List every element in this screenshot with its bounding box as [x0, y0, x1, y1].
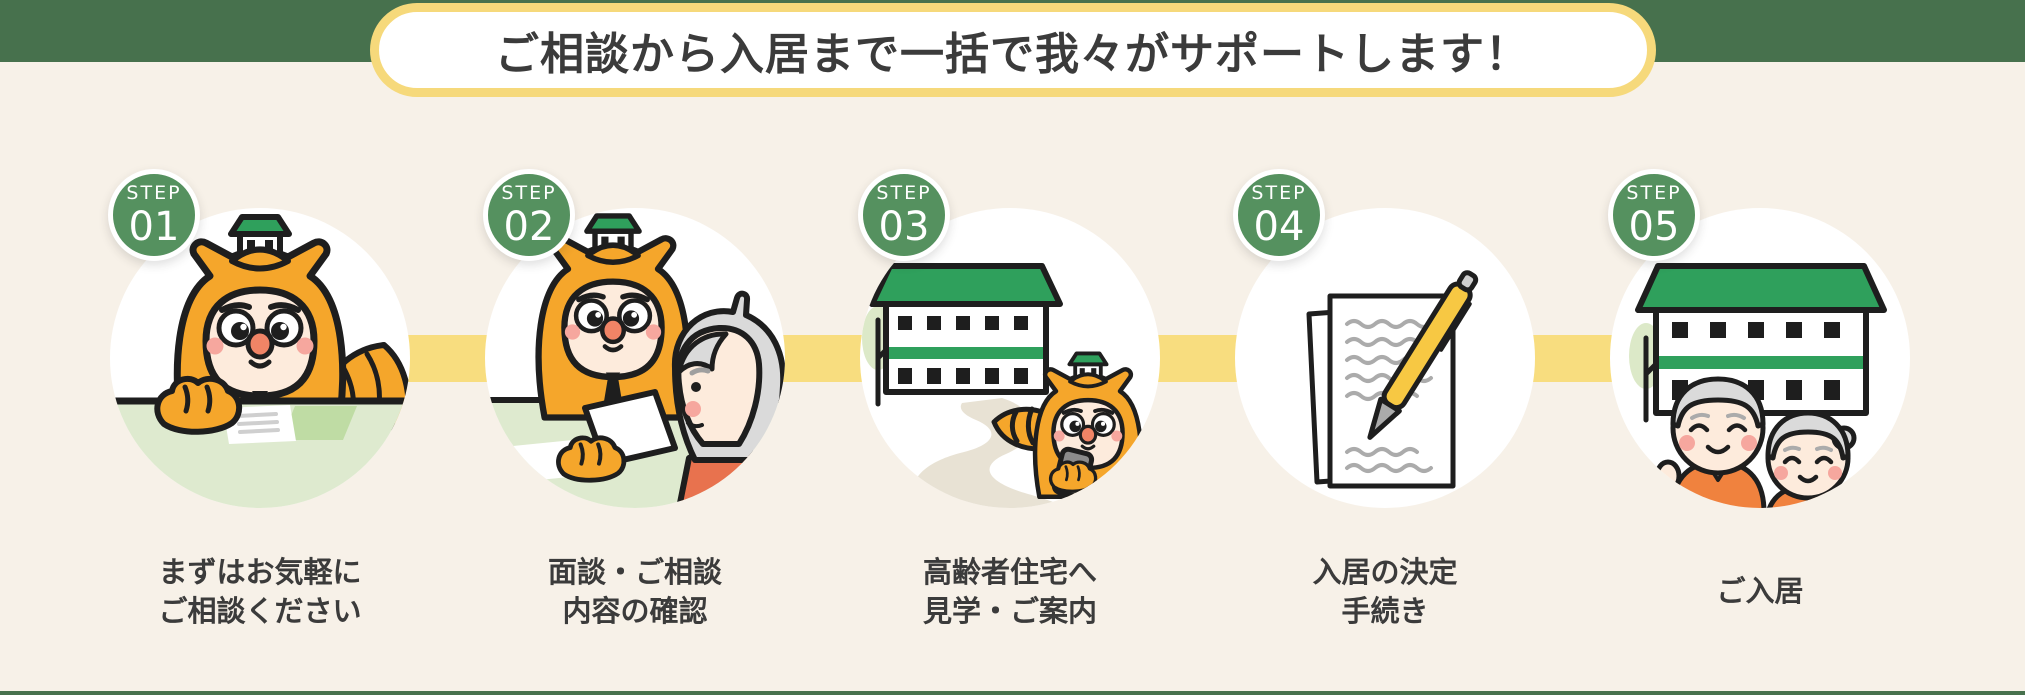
step-word: STEP	[1626, 181, 1682, 204]
step-02: STEP 02 面談・ご相談 内容の確認	[483, 169, 785, 628]
support-banner-text: ご相談から入居まで一括で我々がサポートします！	[495, 29, 1530, 80]
step-word: STEP	[876, 181, 932, 204]
step-05: STEP 05 ご入居	[1608, 169, 1910, 608]
step-word: STEP	[126, 181, 182, 204]
senior-housing-building-icon	[1635, 263, 1887, 416]
green-form-icon	[281, 406, 357, 440]
step-connector	[770, 335, 874, 382]
documents-and-pen-icon	[1306, 270, 1479, 489]
step-02-badge: STEP 02	[483, 169, 575, 261]
step-connector	[395, 335, 499, 382]
step-04-illustration	[1235, 208, 1535, 508]
step-04: STEP 04 入居の決定 手続き	[1233, 169, 1535, 628]
step-connector	[1145, 335, 1249, 382]
step-word: STEP	[501, 181, 557, 204]
step-01: STEP 01 まずはお気軽に ご相談ください	[108, 169, 410, 628]
step-number: 01	[128, 203, 180, 250]
step-05-badge: STEP 05	[1608, 169, 1700, 261]
support-banner: ご相談から入居まで一括で我々がサポートします！	[369, 3, 1656, 97]
bottom-green-bar	[0, 691, 2025, 695]
step-number: 03	[878, 203, 930, 250]
owl-fist-icon	[157, 379, 239, 432]
step-01-badge: STEP 01	[108, 169, 200, 261]
step-04-label: 入居の決定 手続き	[1312, 554, 1458, 628]
senior-person-icon	[671, 290, 785, 508]
step-01-label: まずはお気軽に ご相談ください	[158, 554, 362, 628]
step-number: 02	[503, 203, 555, 250]
senior-housing-building-icon	[869, 263, 1063, 395]
step-02-label: 面談・ご相談 内容の確認	[547, 554, 722, 628]
pen-icon	[1367, 270, 1479, 440]
step-number: 04	[1253, 203, 1305, 250]
step-03-label: 高齢者住宅へ 見学・ご案内	[922, 554, 1097, 628]
step-word: STEP	[1251, 181, 1307, 204]
step-connector	[1520, 335, 1624, 382]
step-05-label: ご入居	[1716, 574, 1804, 609]
step-number: 05	[1628, 203, 1680, 250]
step-04-badge: STEP 04	[1233, 169, 1325, 261]
step-03-badge: STEP 03	[858, 169, 950, 261]
desk-icon	[110, 397, 410, 508]
step-03: STEP 03 高齢者住宅へ 見学・ご案内	[858, 169, 1160, 628]
owl-guiding-to-building-icon	[862, 263, 1160, 508]
senior-woman-icon	[1765, 410, 1857, 508]
